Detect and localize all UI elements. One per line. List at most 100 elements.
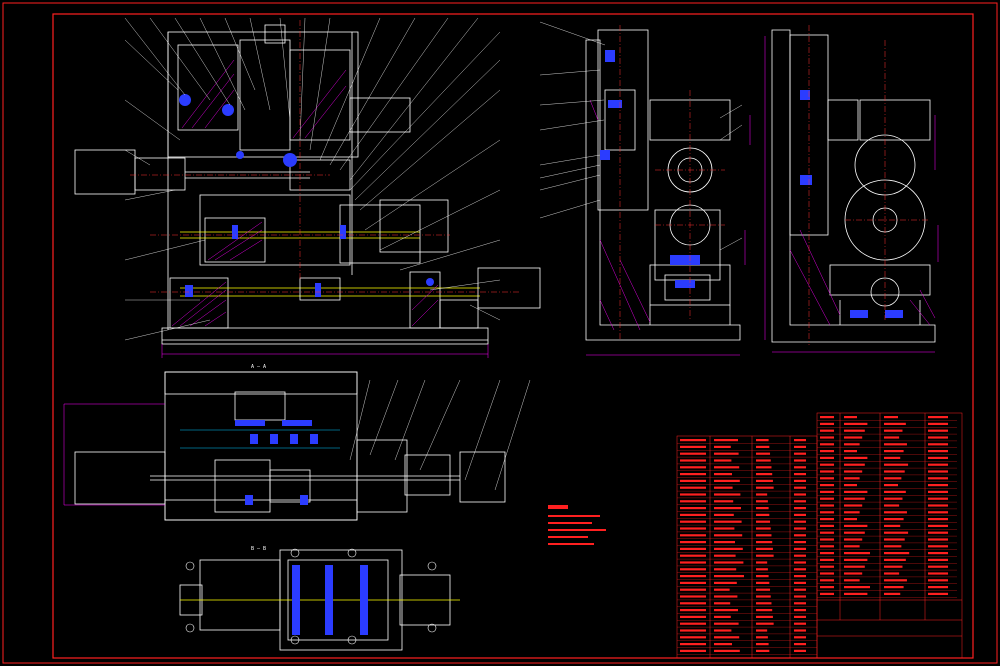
parts-list-cell	[928, 456, 948, 459]
parts-list-cell	[928, 572, 948, 575]
side-view-centerlines	[619, 25, 725, 340]
parts-list-cell	[820, 511, 834, 514]
parts-list-cell	[714, 459, 732, 462]
parts-list-cell	[714, 602, 731, 605]
parts-list-cell	[756, 643, 769, 646]
parts-list-cell	[794, 561, 806, 564]
parts-list-rows	[677, 416, 957, 655]
parts-list-cell	[884, 565, 903, 568]
parts-list-cell	[714, 445, 731, 448]
parts-list-cell	[820, 531, 834, 534]
parts-list-cell	[794, 534, 806, 537]
parts-list-cell	[820, 558, 834, 561]
parts-list-cell	[756, 452, 771, 455]
parts-list-cell	[756, 615, 773, 618]
parts-list-cell	[714, 493, 741, 496]
parts-list-cell	[820, 538, 834, 541]
parts-list-cell	[820, 504, 834, 507]
parts-list-cell	[714, 575, 744, 578]
inner-frame	[52, 13, 974, 659]
parts-list-cell	[844, 538, 863, 541]
parts-list-cell	[756, 609, 773, 612]
parts-list-cell	[820, 565, 834, 568]
parts-list-cell	[756, 622, 774, 625]
parts-list-cell	[928, 463, 948, 466]
parts-list-cell	[884, 422, 906, 425]
parts-list-cell	[680, 466, 706, 469]
parts-list-cell	[756, 561, 768, 564]
parts-list-cell	[794, 513, 806, 516]
parts-list-cell	[928, 518, 948, 521]
parts-list-cell	[680, 507, 706, 510]
section-b-b-blue-parts	[292, 565, 368, 635]
parts-list-cell	[756, 507, 769, 510]
parts-list-cell	[794, 445, 806, 448]
parts-list-cell	[714, 581, 737, 584]
parts-list-cell	[680, 486, 706, 489]
parts-list-cell	[714, 588, 730, 591]
parts-list-cell	[844, 592, 868, 595]
parts-list-cell	[714, 649, 740, 652]
parts-list-cell	[928, 470, 948, 473]
parts-list-cell	[794, 622, 806, 625]
parts-list-cell	[756, 439, 769, 442]
parts-list-cell	[884, 518, 904, 521]
parts-list-cell	[928, 552, 948, 555]
parts-list-cell	[794, 452, 806, 455]
parts-list-cell	[794, 554, 806, 557]
section-a-a-dimensions	[63, 403, 165, 506]
parts-list-cell	[680, 568, 706, 571]
parts-list-cell	[714, 561, 744, 564]
section-a-a-label: A — A	[251, 364, 266, 370]
parts-list-cell	[794, 493, 806, 496]
parts-list-cell	[794, 575, 806, 578]
parts-list-cell	[884, 511, 907, 514]
parts-list-cell	[794, 439, 806, 442]
parts-list-cell	[680, 575, 706, 578]
parts-list-cell	[844, 511, 860, 514]
parts-list-cell	[794, 615, 806, 618]
parts-list-cell	[680, 459, 706, 462]
parts-list-cell	[756, 629, 768, 632]
parts-list-cell	[680, 479, 706, 482]
parts-list-cell	[714, 636, 740, 639]
parts-list-cell	[794, 500, 806, 503]
parts-list-cell	[756, 466, 772, 469]
parts-list-cell	[928, 416, 948, 419]
parts-list-cell	[680, 609, 706, 612]
parts-list-cell	[884, 490, 906, 493]
parts-list-cell	[928, 484, 948, 487]
section-b-b	[179, 549, 460, 651]
parts-list-cell	[794, 581, 806, 584]
parts-list	[676, 412, 963, 659]
parts-list-cell	[844, 422, 868, 425]
parts-list-cell	[794, 595, 806, 598]
parts-list-cell	[844, 470, 863, 473]
parts-list-cell	[794, 473, 806, 476]
parts-list-cell	[756, 534, 772, 537]
parts-list-cell	[928, 579, 948, 582]
parts-list-cell	[794, 602, 806, 605]
parts-list-cell	[928, 436, 948, 439]
parts-list-cell	[928, 450, 948, 453]
parts-list-cell	[884, 504, 900, 507]
parts-list-cell	[844, 490, 868, 493]
parts-list-cell	[820, 497, 834, 500]
parts-list-cell	[928, 422, 948, 425]
parts-list-cell	[884, 592, 901, 595]
parts-list-cell	[794, 541, 806, 544]
front-view-dimensions	[161, 344, 489, 358]
front-view-leaders	[124, 17, 501, 341]
parts-list-cell	[756, 520, 771, 523]
parts-list-cell	[844, 531, 865, 534]
parts-list-cell	[928, 429, 948, 432]
parts-list-cell	[680, 520, 706, 523]
side-view-blue-parts	[600, 50, 700, 288]
parts-list-cell	[680, 547, 706, 550]
parts-list-cell	[680, 493, 706, 496]
technical-notes	[548, 505, 606, 545]
parts-list-cell	[844, 443, 860, 446]
parts-list-cell	[756, 568, 768, 571]
parts-list-cell	[714, 622, 739, 625]
parts-list-cell	[680, 595, 706, 598]
